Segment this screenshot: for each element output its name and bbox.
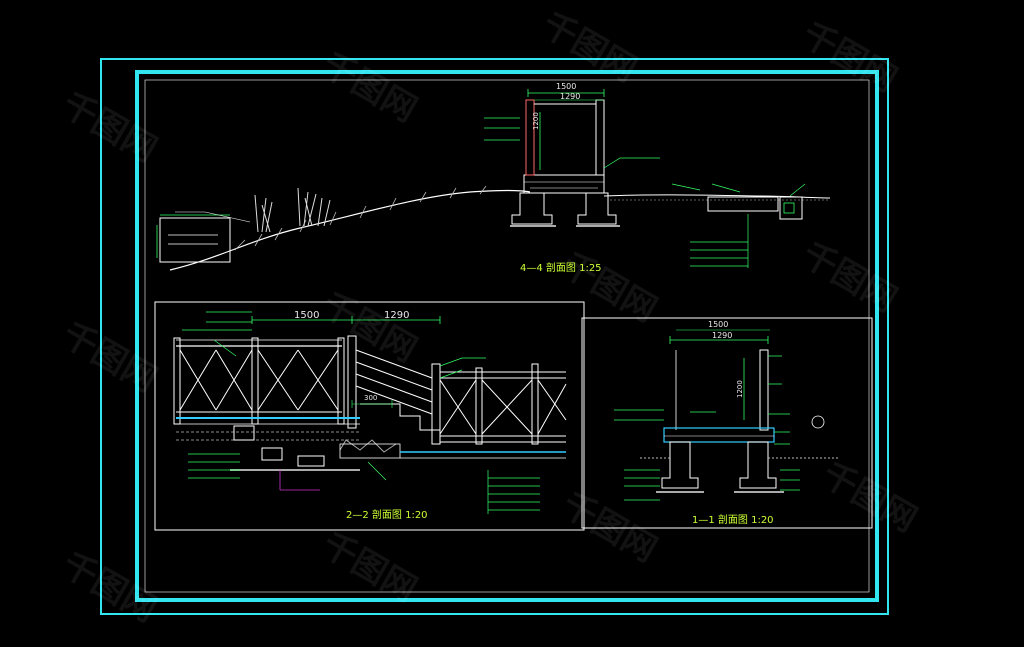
lattice-left [179,349,339,411]
railing-post-left [525,99,535,176]
dim-2-2-c: 300 [364,394,378,402]
dim-1-1-total: 1500 [708,320,729,329]
drawing-area [144,79,870,593]
dim-1-1-height: 1200 [736,380,744,398]
base-2-2 [339,443,401,459]
dim-2-2-b: 1290 [384,310,410,321]
water-box [159,217,231,263]
viewport-2-2 [154,301,585,531]
path-detail [707,196,779,212]
dim-4-4-height: 1200 [532,112,540,130]
deck-1-1 [663,427,775,443]
footing-1-1-left [661,441,699,489]
footing-right [577,192,617,225]
dim-4-4-total: 1500 [556,82,577,91]
terrain-line [169,189,531,271]
stair-rails [347,335,441,445]
lattice-right [439,379,567,435]
dim-1-1-inner: 1290 [712,331,733,340]
dim-2-2-a: 1500 [294,310,320,321]
terrain-hatch [234,185,487,251]
section-4-4-drawing [156,89,831,271]
railing-post-right [595,99,605,176]
railing-post-1-1 [759,349,769,431]
bridge-deck [523,174,605,194]
footing-1-1-right [739,441,777,489]
ground-line-right [603,194,831,199]
section-title-1-1: 1—1 剖面图 1:20 [692,515,774,526]
inner-frame [135,70,879,602]
section-1-1-drawing [614,329,840,501]
path-curb [779,196,803,220]
dim-4-4-inner: 1290 [560,92,581,101]
section-title-2-2: 2—2 剖面图 1:20 [346,510,428,521]
outer-frame [100,58,889,615]
viewport-1-1 [581,317,873,529]
section-title-4-4: 4—4 剖面图 1:25 [520,263,602,274]
footing-left [511,192,553,225]
section-2-2-drawing [173,311,567,514]
reeds [254,187,331,233]
